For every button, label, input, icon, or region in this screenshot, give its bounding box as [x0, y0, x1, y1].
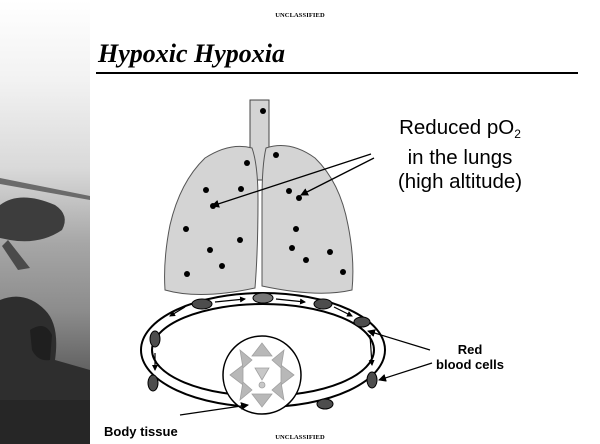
left-lung: [165, 146, 258, 294]
classification-bottom: UNCLASSIFIED: [0, 434, 600, 441]
right-lung: [262, 146, 353, 294]
label-reduced-po2: Reduced pO2 in the lungs (high altitude): [360, 116, 560, 194]
label-red-blood-cells: Red blood cells: [415, 342, 525, 372]
pointer-body-tissue: [180, 405, 248, 415]
